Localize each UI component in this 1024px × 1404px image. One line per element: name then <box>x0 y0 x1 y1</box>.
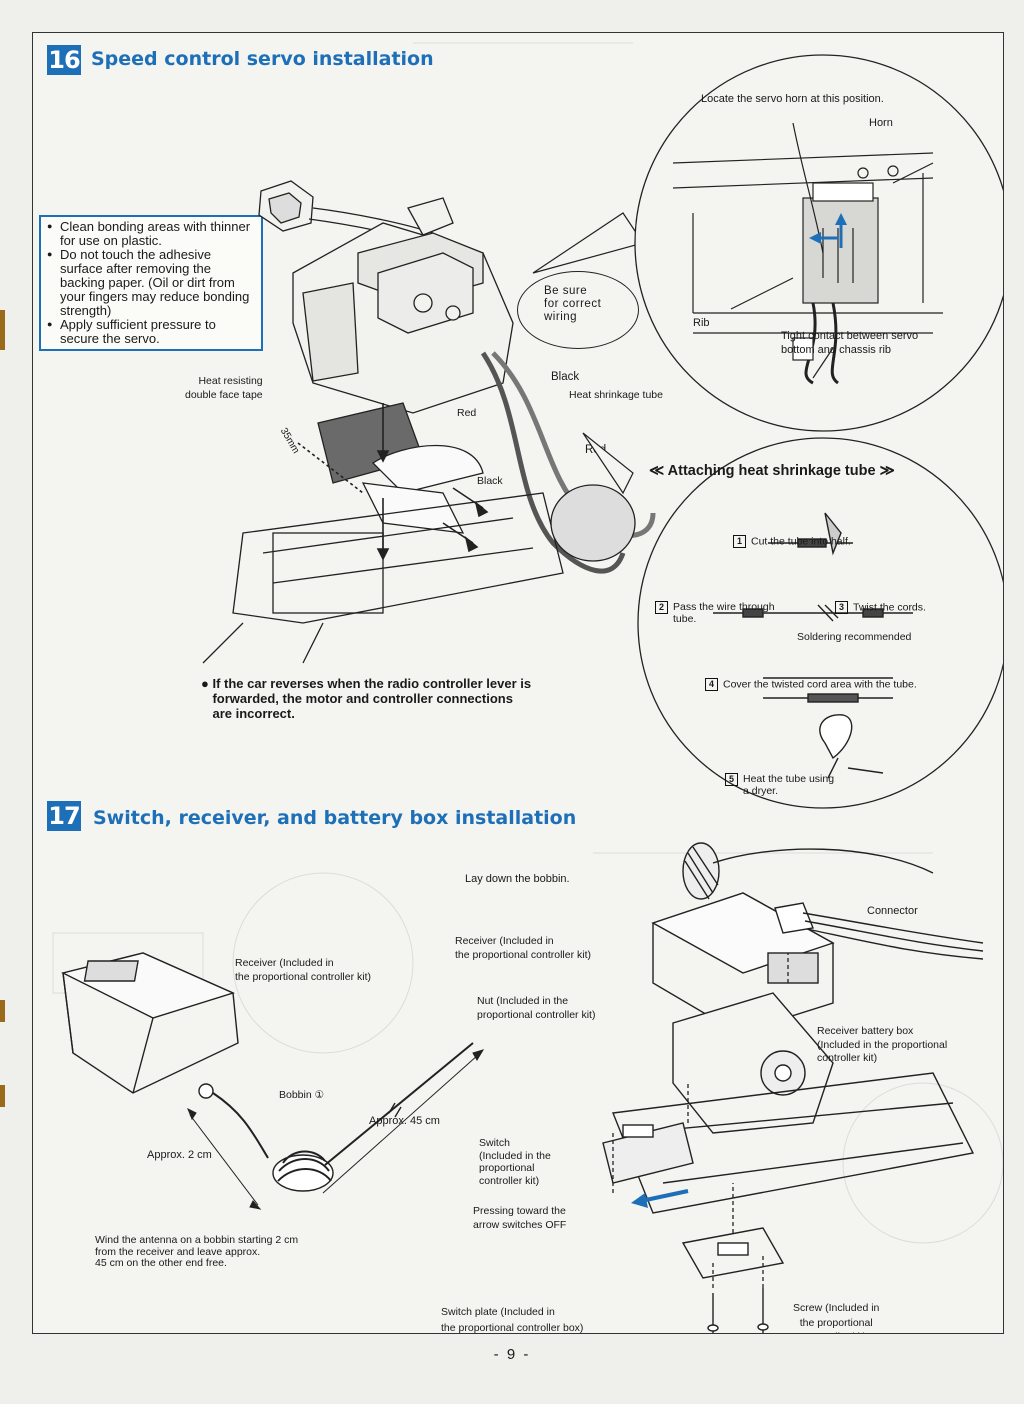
receiver-switch-installation-illustration <box>602 842 984 1333</box>
heat-shrink-step-3: 3 Twist the cords. <box>835 601 926 614</box>
note-item: Clean bonding areas with thinner for use… <box>47 219 256 248</box>
binding-mark <box>0 1000 5 1022</box>
servo-horn-detail-circle <box>532 54 1003 432</box>
tight-contact-label: Tight contact between servo bottom and c… <box>781 330 919 357</box>
binding-mark <box>0 310 5 350</box>
rib-label: Rib <box>693 317 710 329</box>
connector-label: Connector <box>867 905 918 917</box>
antenna-bobbin-illustration <box>60 952 485 1210</box>
heat-shrink-tube-label: Heat shrinkage tube <box>569 389 663 401</box>
lay-down-bobbin-label: Lay down the bobbin. <box>465 873 570 885</box>
step-text: Twist the cords. <box>853 601 926 614</box>
step-text: Cover the twisted cord area with the tub… <box>723 678 917 691</box>
approx-2cm-label: Approx. 2 cm <box>147 1149 212 1161</box>
screw-label: Screw (Included in the proportional cont… <box>793 1302 880 1333</box>
section-17-title: Switch, receiver, and battery box instal… <box>93 807 577 829</box>
antenna-winding-instruction: Wind the antenna on a bobbin starting 2 … <box>95 1234 299 1270</box>
heat-shrink-procedure-circle <box>582 432 1003 809</box>
bonding-notes-box: Clean bonding areas with thinner for use… <box>39 215 263 352</box>
step-number: 3 <box>835 601 848 614</box>
black-wire-label-2: Black <box>477 475 503 487</box>
page-frame: 16 Speed control servo installation Clea… <box>32 32 1004 1334</box>
pressing-switch-off-label: Pressing toward the arrow switches OFF <box>473 1205 567 1231</box>
step-number: 4 <box>705 678 718 691</box>
tape-label: Heat resisting double face tape <box>185 375 263 401</box>
receiver-label-left: Receiver (Included in the proportional c… <box>235 957 371 983</box>
note-item: Do not touch the adhesive surface after … <box>47 248 256 318</box>
step-text: Cut the tube into half. <box>751 535 851 548</box>
section-16-title: Speed control servo installation <box>91 48 434 70</box>
step-text: Pass the wire through tube. <box>673 601 775 625</box>
nut-label: Nut (Included in the proportional contro… <box>477 995 596 1021</box>
bullet-icon: ● <box>201 676 213 691</box>
heat-shrink-step-4: 4 Cover the twisted cord area with the tu… <box>705 678 917 691</box>
locate-horn-label: Locate the servo horn at this position. <box>701 93 884 105</box>
red-wire-label: Red <box>457 407 477 419</box>
switch-plate-label: Switch plate (Included in the proportion… <box>441 1306 584 1334</box>
step-number: 1 <box>733 535 746 548</box>
bobbin-label: Bobbin ① <box>279 1089 325 1101</box>
switch-label: Switch (Included in the proportional con… <box>479 1137 551 1187</box>
servo-installation-illustration <box>202 180 656 664</box>
heat-shrink-step-2: 2 Pass the wire through tube. <box>655 601 775 625</box>
horn-label: Horn <box>869 117 893 129</box>
heat-shrink-step-1: 1 Cut the tube into half. <box>733 535 851 548</box>
receiver-battery-box-label: Receiver battery box (Included in the pr… <box>817 1025 948 1065</box>
section-16-badge: 16 <box>47 45 81 75</box>
note-item: Apply sufficient pressure to secure the … <box>47 318 256 346</box>
step-text: Heat the tube using a dryer. <box>743 773 835 797</box>
page-number: - 9 - <box>493 1346 531 1363</box>
binding-mark <box>0 1085 5 1107</box>
warning-text: If the car reverses when the radio contr… <box>212 676 532 721</box>
receiver-label-right: Receiver (Included in the proportional c… <box>455 935 591 961</box>
soldering-recommended-label: Soldering recommended <box>797 631 912 643</box>
approx-45cm-label: Approx. 45 cm <box>369 1115 440 1127</box>
reverse-warning: ● If the car reverses when the radio con… <box>201 676 532 722</box>
wiring-callout-bubble <box>517 271 639 349</box>
section-17-badge: 17 <box>47 801 81 831</box>
wiring-callout-text: Be sure for correct wiring <box>544 285 602 324</box>
heat-shrink-title: ≪ Attaching heat shrinkage tube ≫ <box>649 463 895 479</box>
step-number: 5 <box>725 773 738 786</box>
heat-shrink-step-5: 5 Heat the tube using a dryer. <box>725 773 834 797</box>
black-wire-label: Black <box>551 371 580 383</box>
step-number: 2 <box>655 601 668 614</box>
